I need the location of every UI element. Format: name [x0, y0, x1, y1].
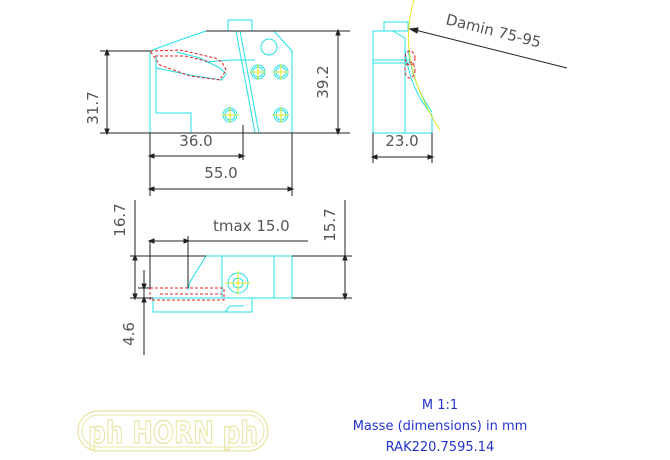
dim-39-2: 39.2: [314, 65, 332, 98]
dim-4-6: 4.6: [120, 322, 138, 346]
side-view: 31.7 39.2 36.0 55.0: [84, 19, 350, 196]
dim-36-0: 36.0: [179, 132, 212, 150]
diameter-label: Damin 75-95: [444, 10, 543, 51]
top-view: 16.7 15.7 4.6 tmax 15.0: [111, 200, 352, 355]
dim-23-0: 23.0: [385, 132, 418, 150]
dim-31-7: 31.7: [84, 91, 102, 124]
horn-logo: ph HORN ph: [77, 410, 269, 452]
dim-15-7: 15.7: [321, 208, 339, 241]
dim-16-7: 16.7: [111, 203, 129, 236]
scale-label: M 1:1: [421, 398, 459, 413]
tmax-label: tmax 15.0: [213, 217, 290, 235]
front-view: 23.0 Damin 75-95: [370, 0, 568, 163]
dim-55-0: 55.0: [204, 164, 237, 182]
units-label: Masse (dimensions) in mm: [352, 419, 528, 434]
part-number: RAK220.7595.14: [385, 440, 495, 455]
logo-text: ph HORN ph: [88, 416, 258, 451]
